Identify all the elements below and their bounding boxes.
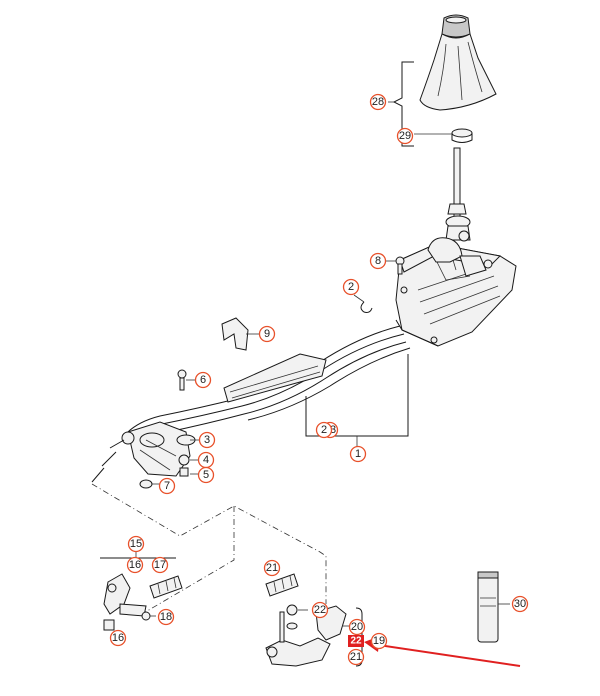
callout-16: 16 [126,556,144,574]
callout-2: 2 [315,421,333,439]
callout-layer: 12345678913151616171819202121222282930 [109,93,529,666]
bushing-16 [103,619,115,631]
callout-number: 2 [321,424,327,436]
callout-number: 16 [129,559,141,571]
callout-4: 4 [197,451,215,469]
callout-18: 18 [157,608,175,626]
nut-22 [286,604,298,630]
callout-number: 30 [514,598,526,610]
callout-number: 6 [200,374,206,386]
callout-28: 28 [369,93,387,111]
callout-number: 4 [203,454,209,466]
callout-number: 29 [399,130,411,142]
callout-circle [369,93,387,111]
callout-15: 15 [127,535,145,553]
gearbox-bracket [91,421,196,483]
callout-number: 16 [112,632,124,644]
circlip-2 [360,301,373,313]
callout-19: 19 [370,632,388,650]
callout-number: 15 [130,538,142,550]
callout-circle [396,127,414,145]
callout-number: 17 [154,559,166,571]
callout-17: 17 [151,556,169,574]
callout-21: 21 [347,648,365,666]
callout-number: 7 [164,480,170,492]
bushing-4 [178,454,190,466]
callout-21: 21 [263,559,281,577]
callout-number: 8 [375,255,381,267]
callout-circle [349,445,367,463]
bolt-21-upper [265,573,299,597]
callout-number: 19 [373,635,385,647]
callout-circle [348,618,366,636]
connector-lines [91,483,327,604]
callout-2: 2 [342,278,360,296]
callout-circle [157,608,175,626]
nut-7 [139,479,153,489]
callout-number: 18 [160,611,172,623]
callout-9: 9 [258,325,276,343]
callout-circle [151,556,169,574]
callout-number: 21 [266,562,278,574]
callout-circle [311,601,329,619]
callout-circle [198,431,216,449]
callout-6: 6 [194,371,212,389]
cable-clip-9 [221,317,249,351]
callout-circle [126,556,144,574]
callout-7: 7 [158,477,176,495]
bolt-17 [149,575,183,599]
callout-number: 21 [350,651,362,663]
callout-circle [511,595,529,613]
callout-number: 28 [372,96,384,108]
callout-5: 5 [197,466,215,484]
callout-number: 20 [351,621,363,633]
callout-20: 20 [348,618,366,636]
highlight-label-text: 22 [350,636,362,647]
gear-knob-boot [419,14,497,111]
callout-16: 16 [109,629,127,647]
callout-circle [109,629,127,647]
shift-cables [123,325,411,443]
callout-circle [194,371,212,389]
callout-number: 1 [355,448,361,460]
callout-3: 3 [198,431,216,449]
callout-circle [263,559,281,577]
callout-number: 5 [203,469,209,481]
callout-circle [197,466,215,484]
callout-30: 30 [511,595,529,613]
bolt-8 [395,256,405,275]
boot-clamp [451,128,473,143]
callout-circle [258,325,276,343]
washer-18 [141,611,151,621]
selector-linkage [265,605,347,667]
shift-lever [445,147,471,242]
callout-circle [369,252,387,270]
grease-tube-30 [477,571,499,643]
callout-circle [315,421,333,439]
callout-number: 3 [204,434,210,446]
callout-circle [342,278,360,296]
callout-circle [127,535,145,553]
callout-29: 29 [396,127,414,145]
selector-lever [103,573,147,617]
callout-number: 9 [264,328,270,340]
callout-number: 22 [314,604,326,616]
bolt-6 [177,369,187,391]
callout-circle [158,477,176,495]
shift-housing [395,237,517,347]
callout-1: 1 [349,445,367,463]
callout-circle [370,632,388,650]
callout-8: 8 [369,252,387,270]
bushing-5 [179,467,189,477]
highlight-label: 22 [348,635,364,647]
callout-circle [347,648,365,666]
callout-22: 22 [311,601,329,619]
callout-number: 2 [348,281,354,293]
